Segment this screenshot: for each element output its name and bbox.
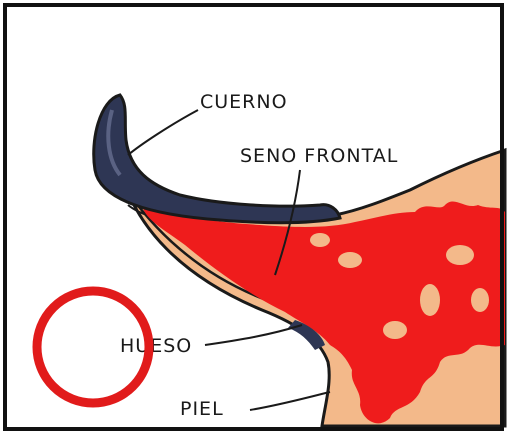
label-bone: HUESO [120, 335, 192, 357]
label-skin: PIEL [180, 398, 224, 420]
sinus-septum-5 [338, 252, 362, 268]
label-frontal-sinus: SENO FRONTAL [240, 145, 398, 167]
label-horn: CUERNO [200, 91, 288, 113]
sinus-septum-6 [310, 233, 330, 247]
sinus-septum-4 [471, 288, 489, 312]
sinus-septum-3 [383, 321, 407, 339]
sinus-septum-2 [420, 284, 440, 316]
sinus-septum-1 [446, 245, 474, 265]
